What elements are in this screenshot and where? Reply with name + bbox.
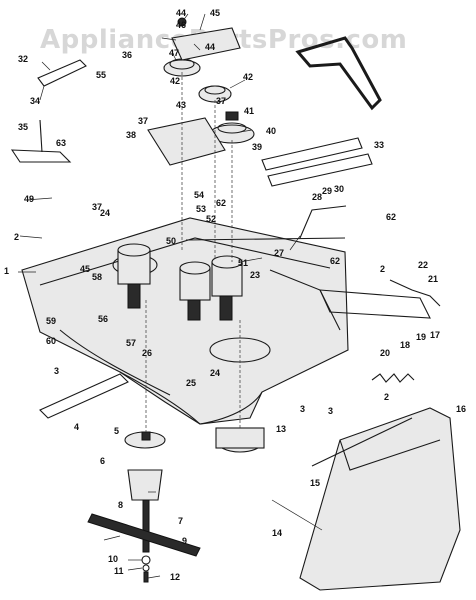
callout-label: 36 bbox=[122, 50, 132, 60]
callout-label: 57 bbox=[126, 338, 136, 348]
callout-label: 3 bbox=[300, 404, 305, 414]
mower-blade bbox=[87, 513, 201, 557]
callout-label: 44 bbox=[205, 42, 215, 52]
callout-label: 5 bbox=[114, 426, 119, 436]
spring bbox=[371, 373, 415, 383]
callout-label: 24 bbox=[210, 368, 220, 378]
deck-spindle-right bbox=[211, 255, 243, 321]
callout-label: 15 bbox=[310, 478, 320, 488]
callout-label: 6 bbox=[100, 456, 105, 466]
mower-deck bbox=[21, 217, 349, 425]
callout-label: 4 bbox=[74, 422, 79, 432]
chute-rod bbox=[311, 417, 413, 467]
callout-label: 38 bbox=[126, 130, 136, 140]
callout-label: 14 bbox=[272, 528, 282, 538]
callout-label: 42 bbox=[243, 72, 253, 82]
callout-label: 51 bbox=[238, 258, 248, 268]
callout-label: 34 bbox=[30, 96, 40, 106]
idler-bracket bbox=[147, 117, 226, 166]
callout-label: 62 bbox=[330, 256, 340, 266]
callout-label: 7 bbox=[178, 516, 183, 526]
spindle-housing bbox=[215, 427, 265, 453]
deck-spindle-center bbox=[179, 261, 211, 321]
callout-label: 9 bbox=[182, 536, 187, 546]
callout-label: 20 bbox=[380, 348, 390, 358]
callout-label: 44 bbox=[176, 8, 186, 18]
adjuster-rod bbox=[185, 205, 347, 241]
callout-labels: 44 45 46 47 36 55 44 42 42 32 34 43 37 4… bbox=[4, 8, 466, 582]
deck-spindle-left bbox=[117, 243, 151, 309]
top-bracket bbox=[171, 27, 241, 61]
callout-label: 45 bbox=[80, 264, 90, 274]
callout-label: 19 bbox=[416, 332, 426, 342]
assembly-guide-lines bbox=[145, 72, 241, 432]
callout-label: 33 bbox=[374, 140, 384, 150]
callout-label: 16 bbox=[456, 404, 466, 414]
callout-label: 43 bbox=[176, 100, 186, 110]
callout-label: 27 bbox=[274, 248, 284, 258]
stabilizer-bar bbox=[39, 373, 129, 419]
callout-label: 39 bbox=[252, 142, 262, 152]
callout-label: 1 bbox=[4, 266, 9, 276]
callout-label: 40 bbox=[266, 126, 276, 136]
callout-label: 2 bbox=[380, 264, 385, 274]
callout-label: 24 bbox=[100, 208, 110, 218]
callout-label: 21 bbox=[428, 274, 438, 284]
callout-label: 35 bbox=[18, 122, 28, 132]
callout-label: 47 bbox=[169, 48, 179, 58]
callout-label: 46 bbox=[176, 20, 186, 30]
callout-label: 55 bbox=[96, 70, 106, 80]
callout-label: 3 bbox=[54, 366, 59, 376]
rear-bracket bbox=[319, 279, 441, 319]
front-link bbox=[10, 119, 72, 163]
callout-label: 58 bbox=[92, 272, 102, 282]
callout-label: 60 bbox=[46, 336, 56, 346]
callout-label: 45 bbox=[210, 8, 220, 18]
callout-label: 37 bbox=[92, 202, 102, 212]
callout-label: 30 bbox=[334, 184, 344, 194]
callout-label: 63 bbox=[56, 138, 66, 148]
callout-label: 37 bbox=[216, 96, 226, 106]
callout-label: 23 bbox=[250, 270, 260, 280]
hanger-bracket-right bbox=[261, 137, 373, 187]
callout-label: 26 bbox=[142, 348, 152, 358]
callout-label: 50 bbox=[166, 236, 176, 246]
callout-label: 11 bbox=[114, 566, 124, 576]
callout-label: 56 bbox=[98, 314, 108, 324]
callout-label: 22 bbox=[418, 260, 428, 270]
callout-label: 62 bbox=[386, 212, 396, 222]
callout-label: 12 bbox=[170, 572, 180, 582]
callout-label: 42 bbox=[170, 76, 180, 86]
callout-leaders bbox=[18, 13, 323, 579]
callout-label: 53 bbox=[196, 204, 206, 214]
callout-label: 54 bbox=[194, 190, 204, 200]
callout-label: 3 bbox=[328, 406, 333, 416]
callout-label: 52 bbox=[206, 214, 216, 224]
callout-label: 10 bbox=[108, 554, 118, 564]
callout-label: 25 bbox=[186, 378, 196, 388]
spindle-pulley-exploded bbox=[124, 431, 166, 501]
callout-label: 17 bbox=[430, 330, 440, 340]
drive-belt bbox=[295, 36, 382, 111]
callout-label: 32 bbox=[18, 54, 28, 64]
callout-label: 59 bbox=[46, 316, 56, 326]
discharge-chute bbox=[299, 407, 461, 591]
callout-label: 41 bbox=[244, 106, 254, 116]
callout-label: 29 bbox=[322, 186, 332, 196]
callout-label: 49 bbox=[24, 194, 34, 204]
callout-label: 28 bbox=[312, 192, 322, 202]
callout-label: 8 bbox=[118, 500, 123, 510]
callout-label: 62 bbox=[216, 198, 226, 208]
callout-label: 2 bbox=[384, 392, 389, 402]
idler-pulley-lower bbox=[198, 85, 232, 103]
spindle-shaft bbox=[142, 499, 150, 553]
callout-label: 13 bbox=[276, 424, 286, 434]
callout-label: 18 bbox=[400, 340, 410, 350]
callout-label: 37 bbox=[138, 116, 148, 126]
upper-hanger bbox=[37, 59, 87, 87]
callout-label: 2 bbox=[14, 232, 19, 242]
